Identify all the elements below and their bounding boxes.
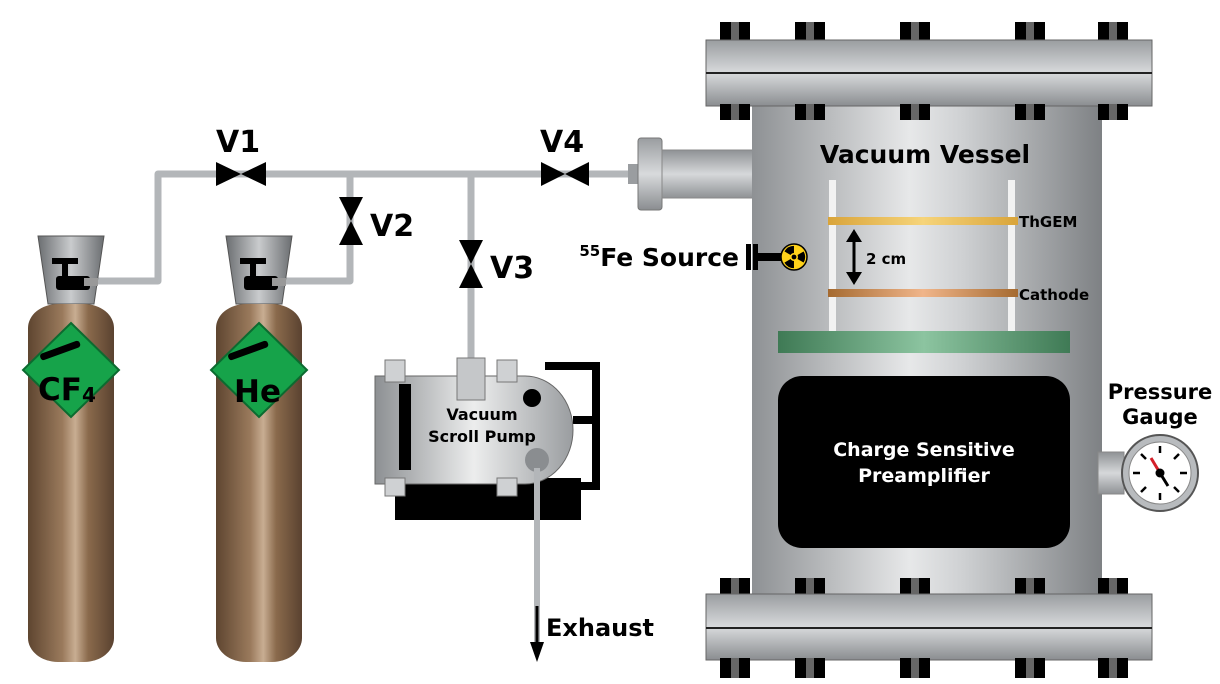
gas-cylinder-cf4: CF4 (21, 235, 121, 662)
thgem-label: ThGEM (1019, 213, 1077, 231)
support-rod-right (1008, 180, 1015, 332)
gap-label: 2 cm (866, 250, 906, 268)
gas-pipes (96, 170, 640, 362)
hazard-diamond (21, 321, 121, 419)
preamplifier-box (778, 376, 1070, 548)
hazard-diamond (209, 321, 309, 419)
valve-v1-label: V1 (216, 125, 260, 160)
preamp-label-line1: Charge Sensitive (833, 439, 1015, 461)
pcb-board (778, 331, 1070, 353)
cathode-plate (828, 289, 1018, 297)
pump-frame (545, 362, 600, 490)
pressure-gauge (1097, 434, 1199, 512)
pump-label-line1: Vacuum (446, 405, 517, 424)
vacuum-vessel: Vacuum Vessel ThGEM Cathode 2 cm Charge … (705, 22, 1153, 678)
valve-v1-icon (216, 162, 241, 186)
valve-v2-icon (339, 197, 363, 221)
pipe-cf4-line (96, 170, 640, 285)
cylinder-gas-label: CF4 (38, 372, 96, 408)
vessel-top-flange (705, 22, 1153, 120)
fe55-source (746, 243, 808, 271)
valve-v4[interactable] (541, 162, 589, 186)
thgem-plate (828, 217, 1018, 225)
valve-v3[interactable] (459, 240, 483, 288)
cylinder-cap (225, 235, 293, 305)
cylinder-gas-label: He (234, 374, 281, 410)
valve-v2-label: V2 (370, 209, 414, 244)
exhaust-arrow-icon (530, 642, 544, 662)
pipe-he-line (284, 174, 354, 285)
vessel-inlet-port (628, 137, 759, 211)
valve-v4-label: V4 (540, 125, 584, 160)
valve-v3-label: V3 (490, 251, 534, 286)
valve-v4-icon (541, 162, 565, 186)
vessel-bottom-flange (705, 578, 1153, 678)
vessel-title: Vacuum Vessel (820, 140, 1030, 169)
valve-v3-icon (459, 240, 483, 264)
support-rod-left (829, 180, 836, 332)
valve-v1[interactable] (216, 162, 266, 186)
gas-cylinder-he: He (209, 235, 309, 662)
exhaust-label: Exhaust (546, 614, 654, 642)
source-label: 55Fe Source (579, 242, 739, 272)
gauge-label-line1: Pressure (1108, 380, 1213, 404)
gauge-label-line2: Gauge (1122, 405, 1198, 429)
cathode-label: Cathode (1019, 286, 1089, 304)
exhaust-line (530, 468, 544, 662)
cylinder-cap (37, 235, 105, 305)
valve-v2[interactable] (339, 197, 363, 245)
gap-dimension-arrow (846, 229, 862, 285)
pump-label-line2: Scroll Pump (428, 427, 536, 446)
vacuum-scroll-pump: Vacuum Scroll Pump (374, 357, 600, 520)
preamp-label-line2: Preamplifier (858, 465, 990, 487)
pump-inlet (456, 357, 486, 401)
